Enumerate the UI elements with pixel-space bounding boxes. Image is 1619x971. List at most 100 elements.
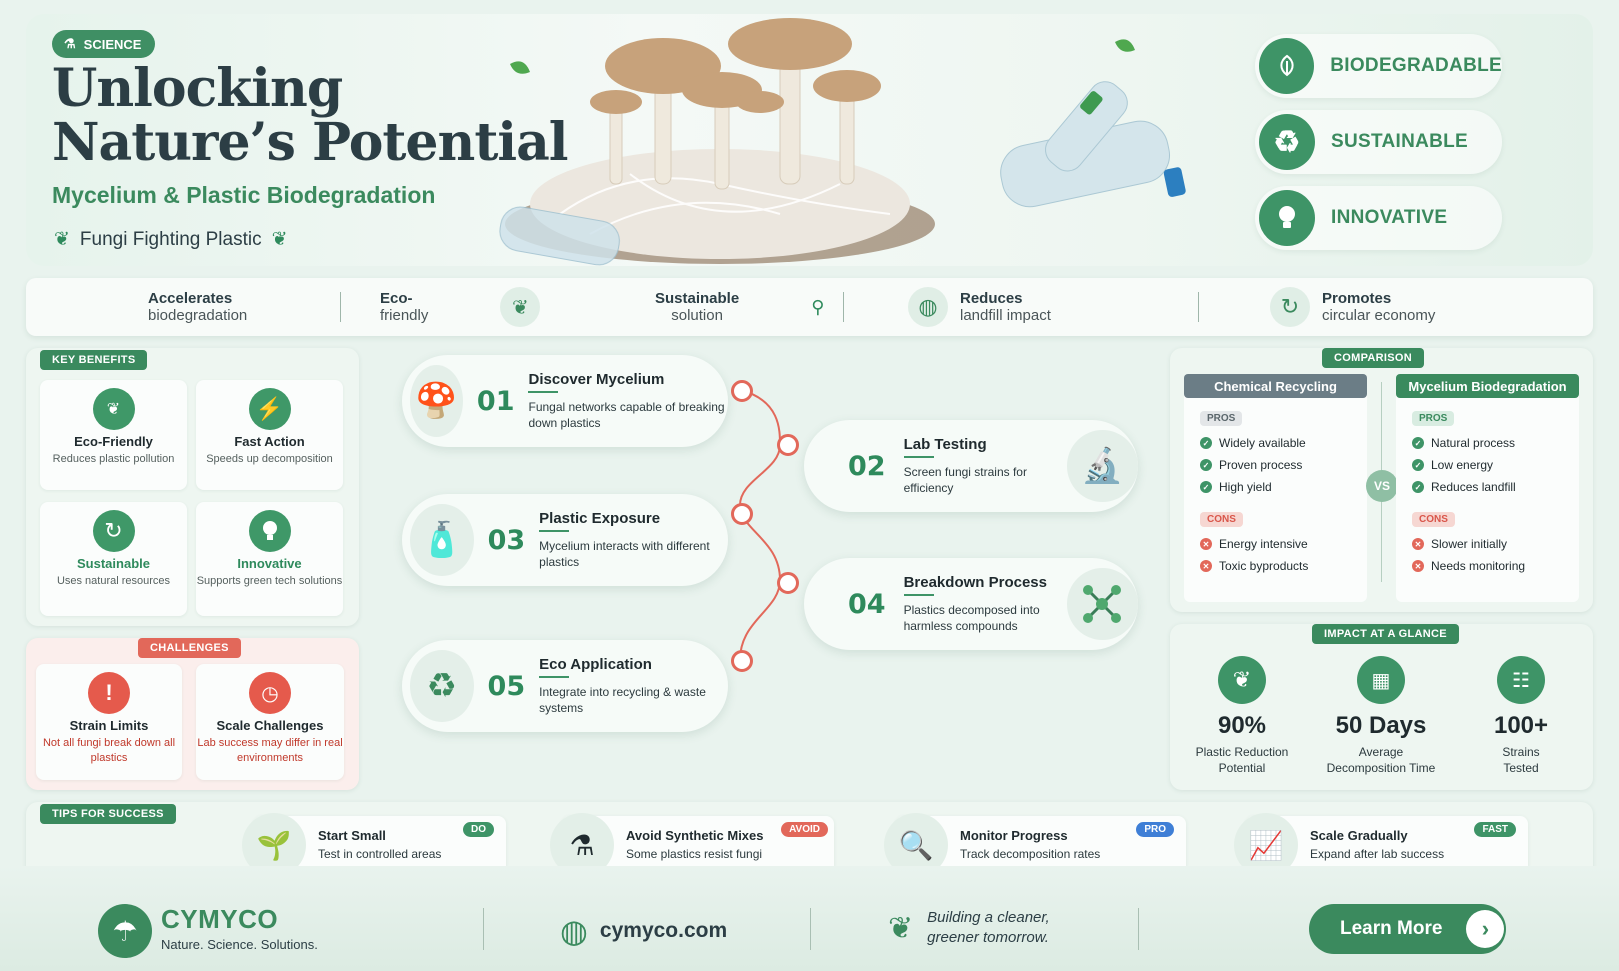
step-node [731,503,753,525]
step-05: ♻ 05 Eco Application Integrate into recy… [402,640,728,732]
cycle-icon: ↻ [1270,287,1310,327]
comparison-label: COMPARISON [1322,348,1424,368]
leaf-outline-icon: ❦ [888,911,914,945]
learn-more-button[interactable]: Learn More › [1309,904,1506,954]
strip-line-1: Sustainable [655,290,740,307]
tag-label: INNOVATIVE [1331,207,1448,228]
benefit-card: ❦ Eco-Friendly Reduces plastic pollution [40,380,187,490]
leaf-icon: ❦ [500,287,541,327]
pro-text: Widely available [1219,436,1306,450]
impact-caption: Tested [1503,761,1539,775]
impact-value: 90% [1217,712,1267,739]
pro-text: Proven process [1219,458,1303,472]
mycelium-header: Mycelium Biodegradation [1396,374,1579,398]
challenge-desc: Not all fungi break down all plastics [42,737,176,764]
leaf-icon: ❦ [54,229,70,250]
con-text: Needs monitoring [1431,559,1526,573]
calendar-icon: ▦ [1357,656,1405,704]
impact-label: IMPACT AT A GLANCE [1312,624,1459,644]
tip-tag: AVOID [781,822,828,837]
pro-item: ✓Low energy [1412,454,1563,476]
tip-tag: FAST [1474,822,1516,837]
website-link[interactable]: ◍ cymyco.com [560,912,727,950]
key-benefits-label: KEY BENEFITS [40,350,148,370]
chemical-header: Chemical Recycling [1184,374,1367,398]
step-04: 04 Breakdown Process Plastics decomposed… [804,558,1138,650]
step-node [731,650,753,672]
pros-label: PROS [1200,411,1243,426]
step-desc: Mycelium interacts with different plasti… [539,539,710,569]
cons-label: CONS [1412,512,1455,527]
con-item: ✕Slower initially [1412,533,1563,555]
step-number: 01 [476,385,515,417]
leaf-icon [1259,38,1315,94]
pro-text: Reduces landfill [1431,480,1516,494]
step-number: 04 [848,588,886,620]
tips-label: TIPS FOR SUCCESS [40,804,176,824]
globe-icon: ◍ [560,913,588,949]
science-badge-label: SCIENCE [83,36,142,52]
strip-line-1: Reduces [960,290,1023,307]
timer-icon: ◷ [249,672,291,714]
step-number: 02 [848,450,886,482]
con-item: ✕Toxic byproducts [1200,555,1351,577]
lightning-icon: ⚡ [248,388,291,430]
motto-line: Building a cleaner, [927,909,1050,926]
pros-label: PROS [1412,411,1455,426]
tag-sustainable: ♻ SUSTAINABLE [1255,110,1502,174]
website-text[interactable]: cymyco.com [599,919,728,942]
cons-label: CONS [1200,512,1243,527]
tagline-text: Fungi Fighting Plastic [79,228,262,250]
step-title: Lab Testing [903,436,987,453]
impact-caption: Average [1358,745,1404,759]
impact-panel [1170,624,1593,790]
tag-label: BIODEGRADABLE [1330,55,1502,76]
tip-desc: Some plastics resist fungi [626,847,763,861]
pro-text: Low energy [1431,458,1494,472]
strip-item-eco: Eco-friendly ❦ [380,284,541,330]
flask-icon: ⚗ [64,36,76,51]
logo-icon: ☂ [98,904,152,958]
motto-line: greener tomorrow. [927,929,1049,946]
tip-desc: Track decomposition rates [960,847,1101,861]
title-line-1: Unlocking [52,58,343,119]
challenge-title: Scale Challenges [216,718,324,733]
pro-item: ✓Proven process [1200,454,1351,476]
impact-caption: Decomposition Time [1326,761,1436,775]
benefit-desc: Supports green tech solutions [196,575,343,587]
strip-line-1: Accelerates [148,290,233,307]
feature-strip [26,278,1593,336]
group-icon: ☷ [1497,656,1545,704]
mushroom-icon: 🍄 [410,365,463,437]
benefit-title: Sustainable [77,556,150,571]
cycle-icon: ↻ [92,510,135,552]
benefit-title: Eco-Friendly [74,434,153,449]
strip-line-2: solution [671,307,723,324]
tip-tag: PRO [1136,822,1174,837]
step-title: Breakdown Process [903,574,1047,591]
warning-icon: ! [88,672,130,714]
pro-item: ✓Reduces landfill [1412,476,1563,498]
sprout-icon: ⚲ [811,296,825,317]
strip-line-1: Eco- [380,290,413,307]
benefit-title: Innovative [237,556,302,571]
recycle-icon: ♻ [1259,114,1315,170]
step-03: 🧴 03 Plastic Exposure Mycelium interacts… [402,494,728,586]
step-desc: Screen fungi strains for efficiency [903,465,1027,495]
impact-caption: Potential [1218,761,1266,775]
step-title: Eco Application [539,656,652,673]
tag-innovative: INNOVATIVE [1255,186,1502,250]
impact-value: 50 Days [1335,712,1427,739]
pro-item: ✓Natural process [1412,432,1563,454]
step-desc: Integrate into recycling & waste systems [539,685,706,715]
tip-desc: Expand after lab success [1310,847,1445,861]
impact-caption: Strains [1502,745,1540,759]
strip-line-2: biodegradation [148,307,248,324]
strip-line-2: landfill impact [960,307,1051,324]
benefit-card: ↻ Sustainable Uses natural resources [40,502,187,616]
